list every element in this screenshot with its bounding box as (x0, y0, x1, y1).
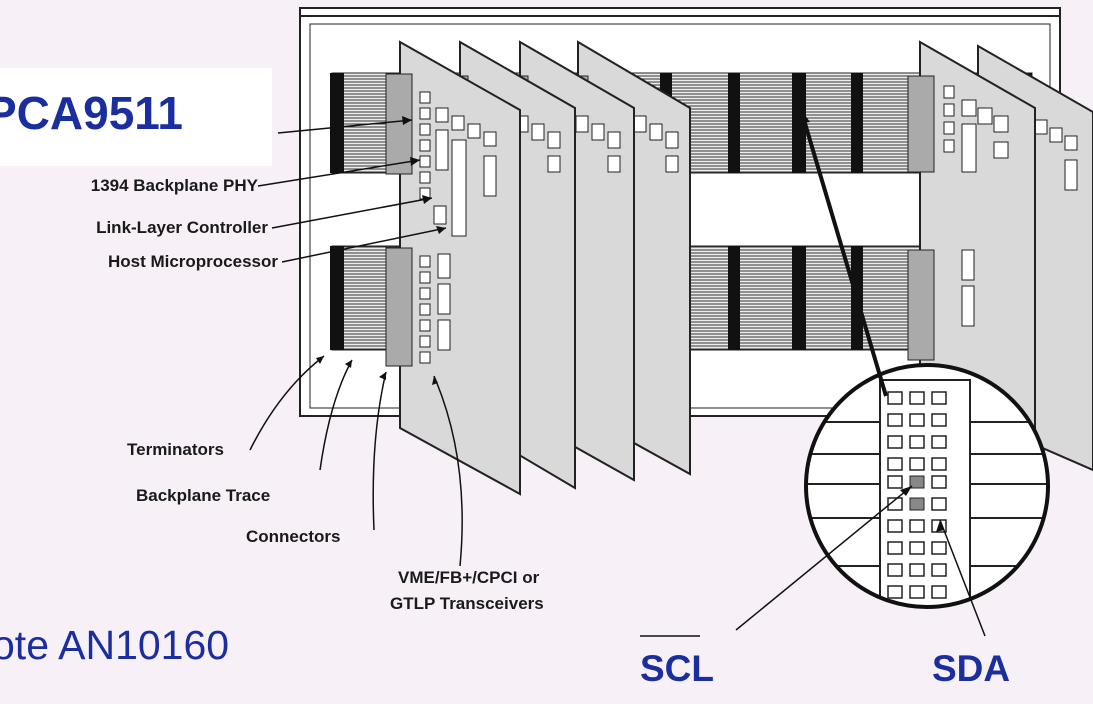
label-connectors: Connectors (246, 527, 340, 547)
card-1 (386, 42, 520, 494)
signal-sda: SDA (932, 648, 1010, 690)
label-host-microprocessor: Host Microprocessor (108, 252, 278, 272)
chip-title: PCA9511 (0, 86, 183, 140)
signal-scl: SCL (640, 648, 714, 690)
label-backplane-trace: Backplane Trace (136, 486, 270, 506)
label-transceivers-1: VME/FB+/CPCI or (398, 568, 539, 588)
app-note-reference: ote AN10160 (0, 622, 229, 669)
label-link-layer-controller: Link-Layer Controller (96, 218, 268, 238)
label-terminators: Terminators (127, 440, 224, 460)
sda-pin (910, 498, 924, 510)
label-backplane-phy: 1394 Backplane PHY (91, 176, 258, 196)
label-transceivers-2: GTLP Transceivers (390, 594, 544, 614)
